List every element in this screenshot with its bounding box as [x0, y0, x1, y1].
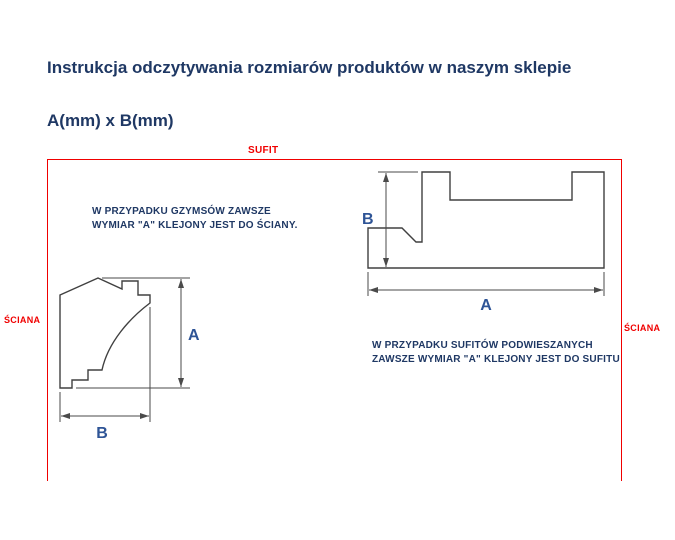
ceiling-profile-outline — [367, 171, 605, 269]
size-format-subtitle: A(mm) x B(mm) — [47, 111, 174, 130]
cornice-dim-a-label: A — [188, 327, 200, 344]
suspended-ceiling-note-line1: W PRZYPADKU SUFITÓW PODWIESZANYCH — [372, 340, 593, 351]
cornice-dim-b-label: B — [96, 425, 108, 442]
cornice-profile-drawing: A B — [59, 277, 200, 442]
cornice-profile-outline — [59, 277, 151, 389]
wall-label-right: ŚCIANA — [624, 323, 661, 333]
ceiling-line — [47, 159, 622, 160]
suspended-ceiling-note: W PRZYPADKU SUFITÓW PODWIESZANYCH ZAWSZE… — [372, 339, 620, 366]
cornice-dimension-a: A — [76, 277, 200, 389]
ceiling-dim-b-label: B — [362, 211, 374, 228]
cornice-note-line1: W PRZYPADKU GZYMSÓW ZAWSZE — [92, 206, 271, 217]
cornice-note-line2: WYMIAR "A" KLEJONY JEST DO ŚCIANY. — [92, 219, 298, 231]
wall-line-right — [621, 159, 622, 481]
wall-line-left — [47, 159, 48, 481]
ceiling-label: SUFIT — [248, 145, 279, 156]
ceiling-dimension-a: A — [367, 272, 605, 314]
cornice-note: W PRZYPADKU GZYMSÓW ZAWSZE WYMIAR "A" KL… — [92, 205, 298, 232]
suspended-ceiling-note-line2: ZAWSZE WYMIAR "A" KLEJONY JEST DO SUFITU — [372, 353, 620, 365]
wall-label-left: ŚCIANA — [4, 315, 41, 325]
page-title: Instrukcja odczytywania rozmiarów produk… — [47, 58, 572, 77]
ceiling-profile-drawing: B A — [362, 171, 605, 314]
ceiling-dimension-b: B — [362, 171, 418, 267]
cornice-dimension-b: B — [59, 307, 151, 442]
ceiling-dim-a-label: A — [480, 297, 492, 314]
